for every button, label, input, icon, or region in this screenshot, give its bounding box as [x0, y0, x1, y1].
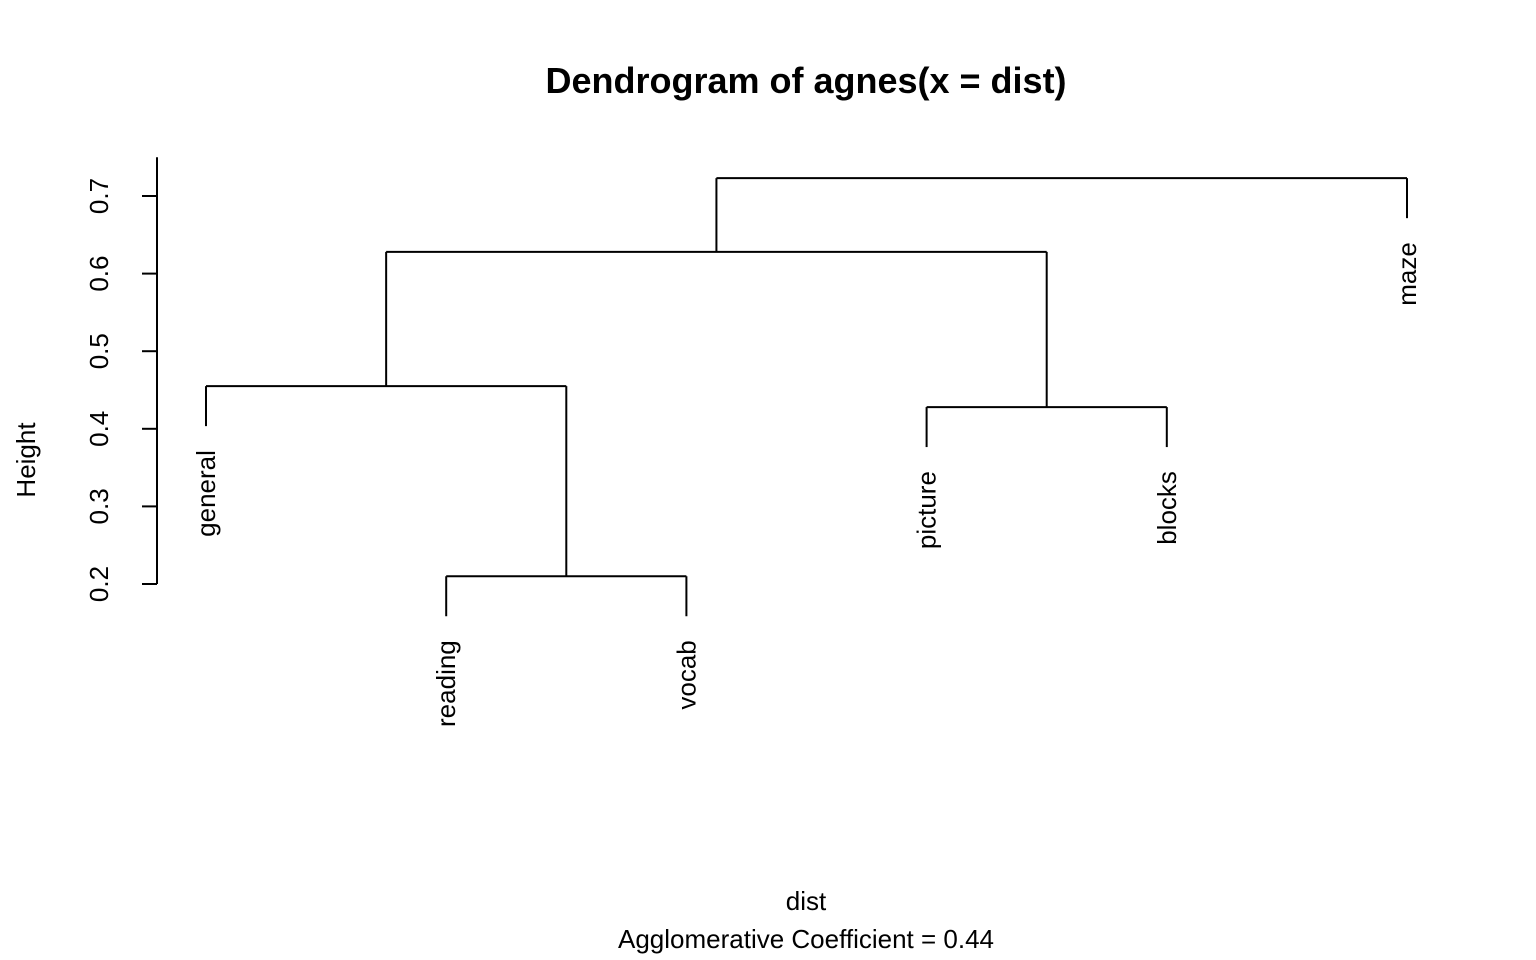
x-axis-label: dist — [786, 886, 827, 916]
chart-title: Dendrogram of agnes(x = dist) — [545, 60, 1066, 101]
leaf-label-maze: maze — [1392, 242, 1422, 306]
y-tick-label: 0.7 — [84, 178, 114, 214]
leaf-labels: general reading vocab picture blocks maze — [191, 242, 1422, 727]
leaf-label-reading: reading — [431, 640, 461, 727]
y-tick-label: 0.3 — [84, 488, 114, 524]
leaf-label-picture: picture — [912, 471, 942, 549]
leaf-label-vocab: vocab — [671, 640, 701, 709]
y-axis-label: Height — [11, 422, 41, 498]
subtitle: Agglomerative Coefficient = 0.44 — [618, 924, 994, 954]
dendrogram-tree — [205, 177, 1408, 617]
leaf-label-general: general — [191, 450, 221, 537]
y-tick-label: 0.5 — [84, 333, 114, 369]
y-tick-label: 0.6 — [84, 256, 114, 292]
y-tick-label: 0.4 — [84, 411, 114, 447]
leaf-label-blocks: blocks — [1152, 471, 1182, 545]
y-tick-label: 0.2 — [84, 566, 114, 602]
y-axis: 0.2 0.3 0.4 0.5 0.6 0.7 — [84, 157, 158, 602]
